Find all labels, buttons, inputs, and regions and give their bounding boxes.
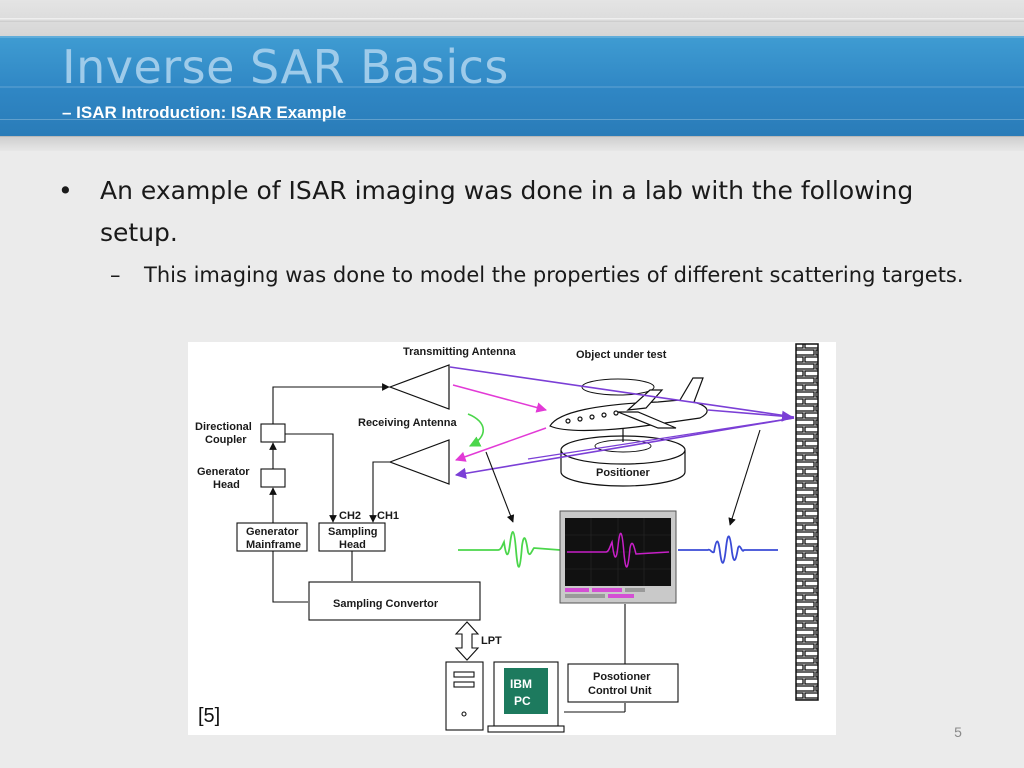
arrow-to-scattered-wave: [728, 429, 761, 526]
pc-tower-icon: [445, 661, 484, 731]
sub-bullet-text: This imaging was done to model the prope…: [144, 263, 964, 287]
brick-wall: [795, 343, 819, 701]
sampling-head-label-2: Head: [339, 539, 366, 551]
title-bar: [0, 36, 1024, 136]
ch1-label: CH1: [377, 510, 399, 522]
slide-number: 5: [954, 724, 962, 740]
ch2-label: CH2: [339, 510, 361, 522]
bullet-text: An example of ISAR imaging was done in a…: [100, 176, 914, 247]
oscilloscope-monitor: [559, 510, 677, 604]
sub-bullet-dash: –: [110, 263, 121, 287]
sampling-head-label-1: Sampling: [328, 526, 378, 538]
citation-label: [5]: [198, 705, 220, 727]
arrow-to-incident-wave: [485, 451, 515, 523]
transmit-ray-to-wall: [449, 366, 795, 418]
sampling-convertor-label: Sampling Convertor: [333, 598, 439, 610]
generator-mainframe-label-1: Generator: [246, 526, 299, 538]
positioner-control-unit-box: [567, 663, 679, 703]
directional-coupler-box: [260, 423, 286, 443]
directional-coupler-label-2: Coupler: [205, 434, 247, 446]
directional-coupler-label-1: Directional: [195, 421, 252, 433]
generator-mainframe-box: [236, 522, 308, 552]
transmitting-antenna-label: Transmitting Antenna: [403, 346, 517, 358]
positioner-turntable: Positioner: [560, 428, 686, 487]
sampling-convertor-box: [308, 581, 481, 621]
bullet-level-1: • An example of ISAR imaging was done in…: [58, 170, 938, 254]
positioner-control-label-2: Control Unit: [588, 685, 652, 697]
aircraft-icon: [549, 377, 708, 432]
wiring: [269, 383, 626, 712]
slide-subtitle: – ISAR Introduction: ISAR Example: [62, 103, 347, 122]
scope-trace: [567, 532, 670, 568]
bullet-dot: •: [58, 176, 73, 205]
generator-mainframe-label-2: Mainframe: [246, 539, 301, 551]
ibm-label: IBM: [510, 677, 532, 691]
incident-ray: [452, 384, 548, 413]
transmit-ray-object: [707, 409, 794, 422]
lpt-double-arrow: [454, 621, 480, 661]
lpt-label: LPT: [481, 635, 502, 647]
wall-return-ray: [454, 417, 795, 479]
scattered-waveform: [678, 535, 778, 564]
slide-title: Inverse SAR Basics: [62, 40, 509, 94]
isar-lab-setup-diagram: Transmitting Antenna Receiving Antenna O…: [188, 342, 836, 735]
backscatter-ray: [455, 427, 547, 462]
transmitting-antenna-icon: [388, 364, 450, 410]
coupling-arrow: [467, 413, 485, 447]
generator-head-box: [260, 468, 286, 488]
rotation-arrow-icon: [581, 378, 655, 396]
object-under-test-label: Object under test: [576, 349, 667, 361]
positioner-control-label-1: Posotioner: [593, 671, 651, 683]
generator-head-label-2: Head: [213, 479, 240, 491]
wall-ray-secondary: [527, 417, 795, 460]
pc-label: PC: [514, 694, 531, 708]
bullet-level-2: – This imaging was done to model the pro…: [110, 258, 970, 292]
positioner-label: Positioner: [596, 467, 651, 479]
title-underline-band: [0, 136, 1024, 151]
receiving-antenna-label: Receiving Antenna: [358, 417, 457, 429]
diagram-canvas: Transmitting Antenna Receiving Antenna O…: [195, 343, 819, 733]
ibm-pc-monitor-icon: IBM PC: [487, 661, 565, 733]
top-decor-band: [0, 0, 1024, 36]
generator-head-label-1: Generator: [197, 466, 250, 478]
incident-waveform: [458, 531, 561, 568]
receiving-antenna-icon: [388, 439, 450, 485]
